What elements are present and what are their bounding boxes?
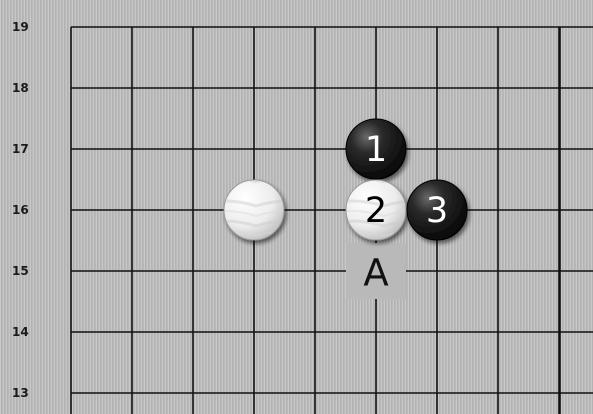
row-label-15: 15 bbox=[12, 264, 29, 278]
stone-number-3: 3 bbox=[426, 191, 448, 231]
row-coordinates: 19 18 17 16 15 14 13 bbox=[12, 20, 29, 400]
row-label-18: 18 bbox=[12, 81, 29, 95]
stone-number-2: 2 bbox=[365, 191, 387, 231]
board-grid bbox=[71, 27, 593, 414]
row-label-16: 16 bbox=[12, 203, 29, 217]
board-marks: A bbox=[346, 243, 406, 299]
row-label-13: 13 bbox=[12, 386, 29, 400]
row-label-19: 19 bbox=[12, 20, 29, 34]
row-label-14: 14 bbox=[12, 325, 29, 339]
stone-number-1: 1 bbox=[365, 130, 387, 170]
point-mark-A: A bbox=[363, 252, 388, 295]
white-stone bbox=[224, 180, 284, 240]
row-label-17: 17 bbox=[12, 142, 29, 156]
